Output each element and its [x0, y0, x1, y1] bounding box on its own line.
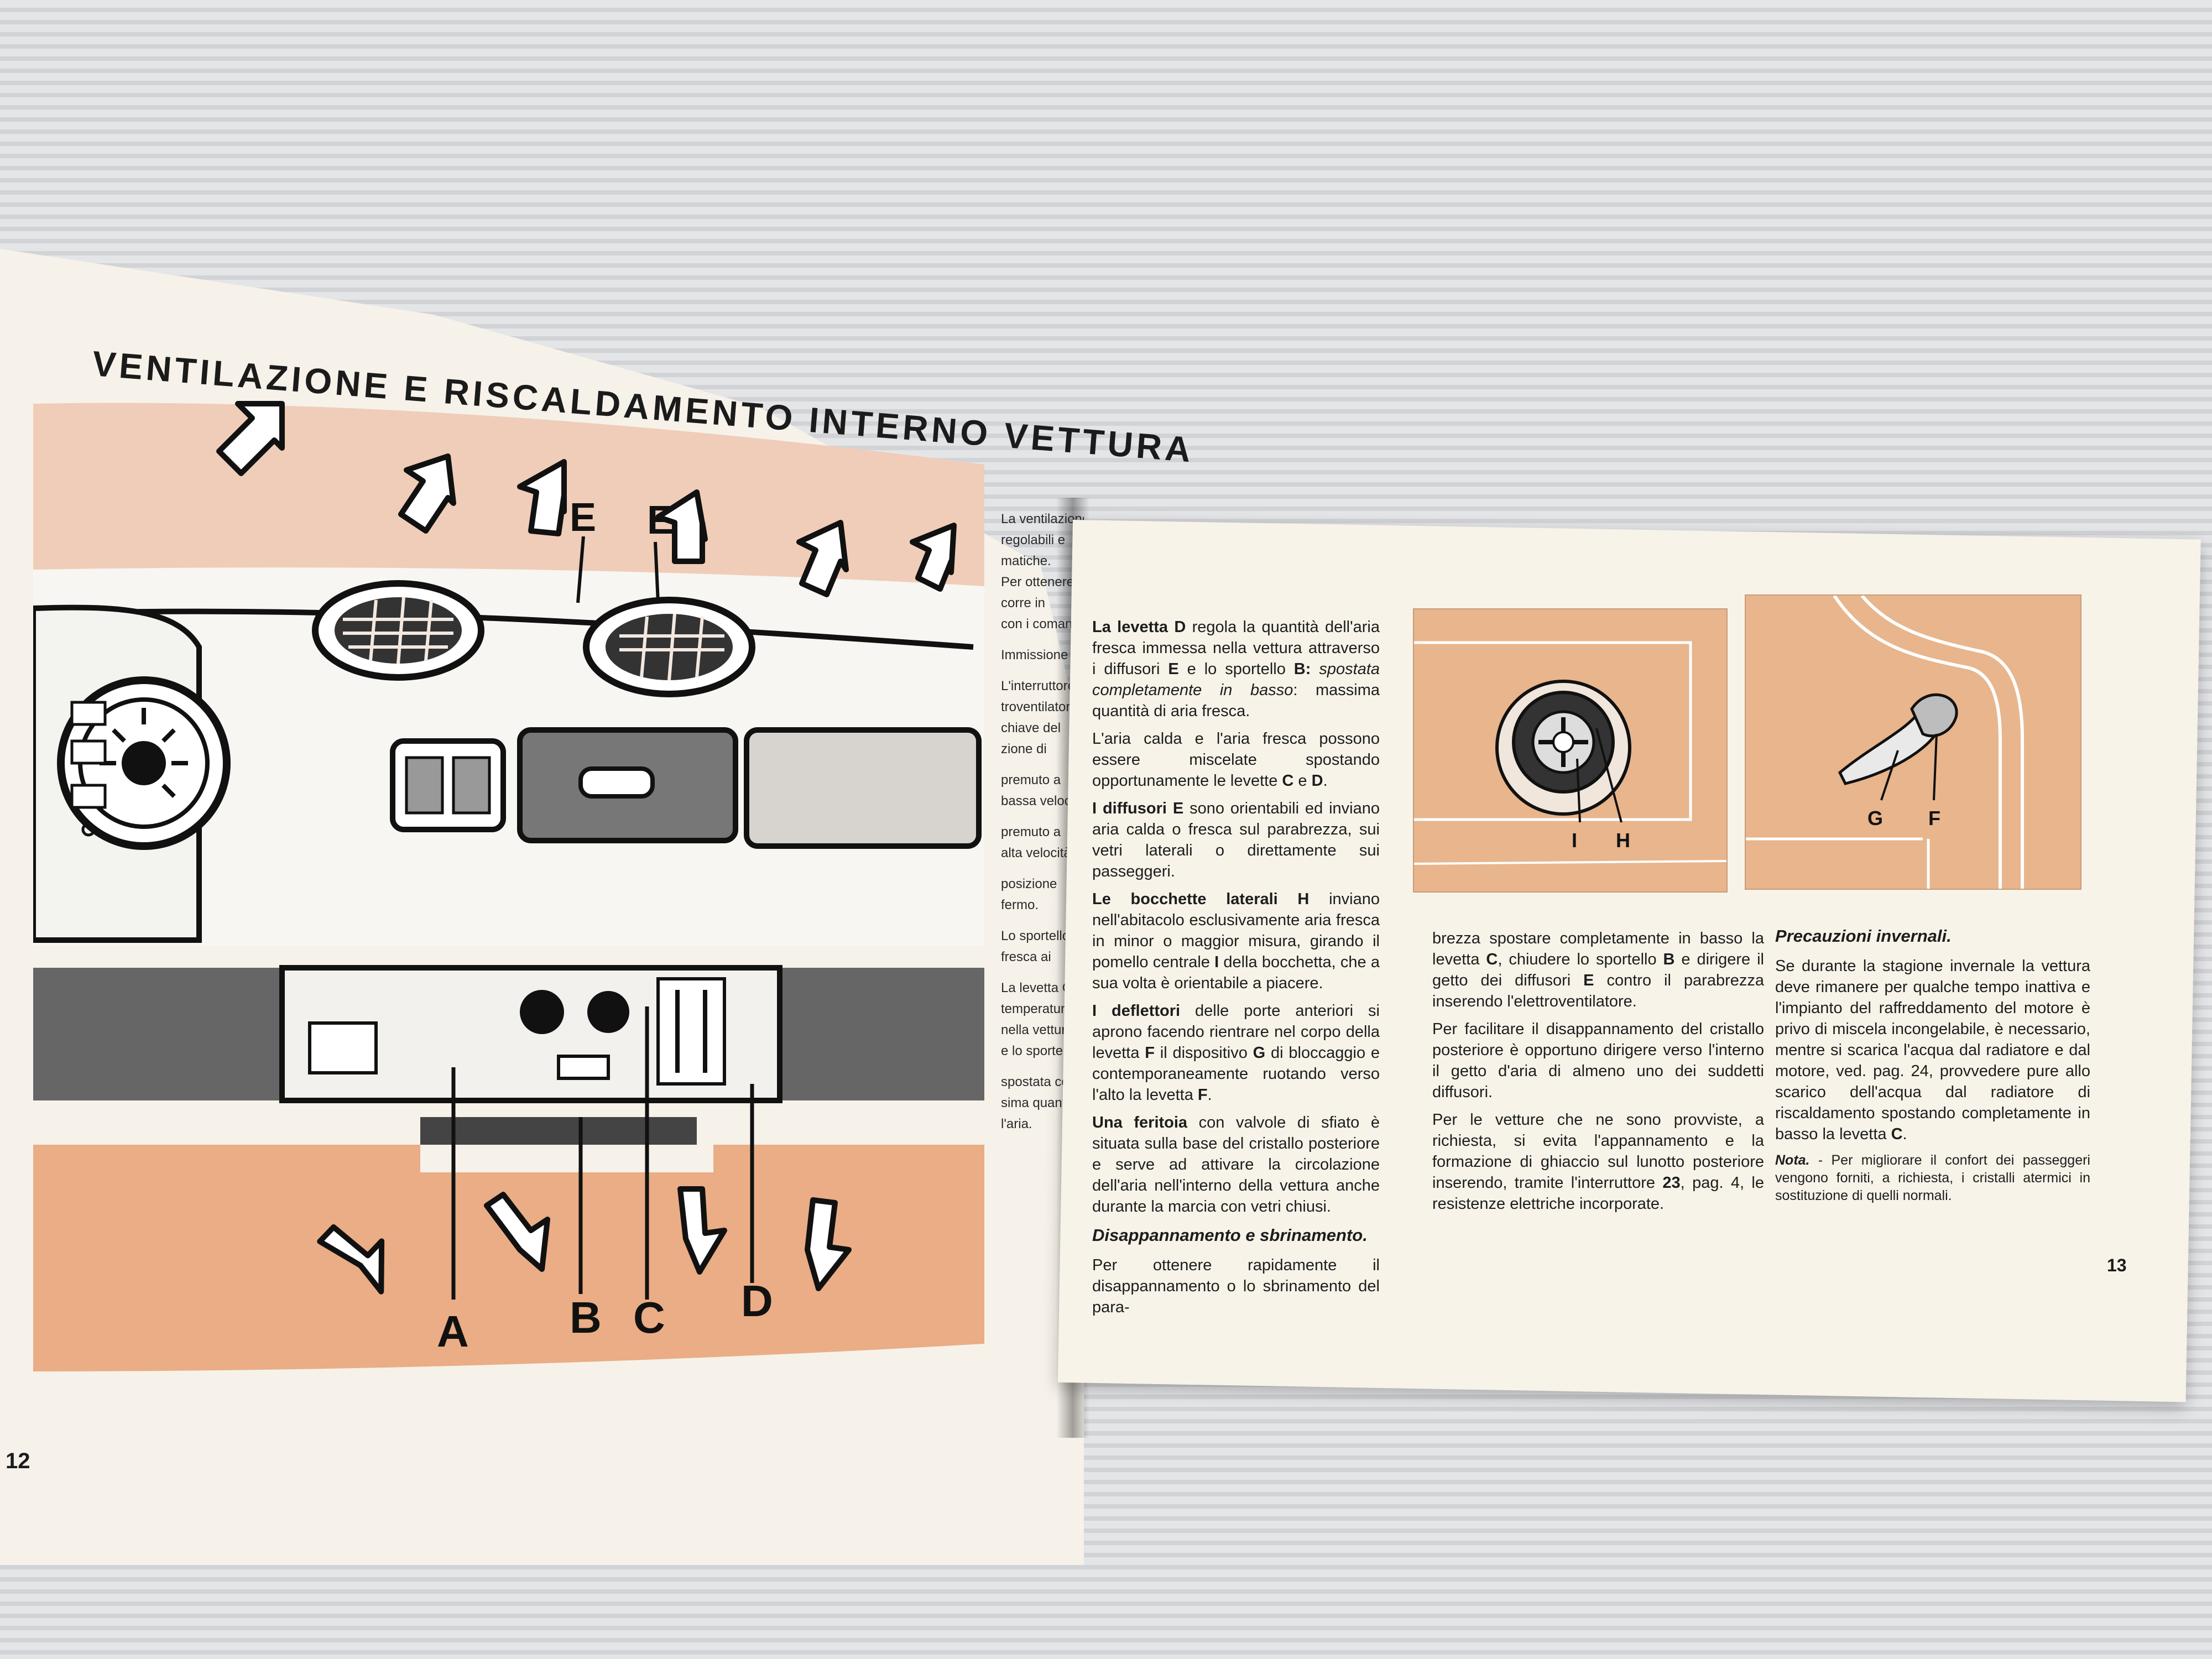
- label-b: B: [570, 1293, 602, 1342]
- deflector-latch-illustration: G F: [1746, 594, 2024, 889]
- label-e-left: E: [570, 495, 596, 540]
- paragraph-nota: Nota. - Per migliorare il confort dei pa…: [1775, 1152, 2090, 1203]
- paragraph-parabrezza: brezza spostare completamente in basso l…: [1432, 930, 1764, 1010]
- cut-column-line: premuto a: [1001, 773, 1061, 787]
- text-column-1: La levetta D regola la quantità dell'ari…: [1092, 617, 1380, 1324]
- label-f: F: [1928, 807, 1940, 830]
- arrow-down-3: [677, 1186, 727, 1275]
- heading-disappannamento: Disappannamento e sbrinamento.: [1092, 1225, 1368, 1245]
- paragraph-levetta-d: La levetta D regola la quantità dell'ari…: [1092, 618, 1380, 720]
- arrow-up-6: [910, 523, 957, 592]
- side-vent-illustration: I H: [1413, 641, 1727, 865]
- cut-column-line: matiche.: [1001, 554, 1051, 568]
- cut-column-line: Per ottenere: [1001, 575, 1074, 589]
- cut-column-line: con i comandi: [1001, 617, 1083, 632]
- cut-column-line: chiave del: [1001, 721, 1061, 735]
- figure-deflector-latch: G F: [1745, 594, 2081, 890]
- page-number-left: 12: [6, 1449, 30, 1473]
- label-c: C: [633, 1293, 665, 1342]
- paragraph-cristallo-posteriore: Per facilitare il disappannamento del cr…: [1432, 1020, 1764, 1101]
- paragraph-precauzioni: Se durante la stagione invernale la vett…: [1775, 957, 2090, 1143]
- text-column-3: Precauzioni invernali. Se durante la sta…: [1775, 918, 2090, 1211]
- cut-column-line: nella vettura: [1001, 1022, 1073, 1037]
- arrow-down-1: [317, 1224, 385, 1295]
- arrow-up-5: [796, 520, 849, 597]
- cut-column-line: l'aria.: [1001, 1117, 1032, 1131]
- cut-column-line: fermo.: [1001, 898, 1039, 912]
- arrow-up-2: [398, 453, 456, 534]
- paragraph-diffusori: I diffusori E sono orientabili ed invian…: [1092, 800, 1380, 880]
- heading-precauzioni: Precauzioni invernali.: [1775, 926, 1952, 946]
- paragraph-disappannamento-start: Per ottenere rapidamente il disappanname…: [1092, 1256, 1380, 1316]
- cut-column-line: La ventilazione: [1001, 512, 1084, 526]
- label-h: H: [1616, 829, 1630, 852]
- label-d: D: [741, 1276, 773, 1326]
- paragraph-feritoia: Una feritoia con valvole di sfiato è sit…: [1092, 1114, 1380, 1215]
- arrow-up-1: [216, 401, 285, 476]
- label-i: I: [1572, 829, 1577, 852]
- vent-left: [312, 580, 484, 681]
- cut-column-line: zione di: [1001, 742, 1047, 757]
- arrow-up-3: [517, 459, 567, 536]
- arrow-down-4: [805, 1197, 852, 1291]
- paragraph-bocchette: Le bocchette laterali H inviano nell'abi…: [1092, 890, 1380, 992]
- text-column-2: brezza spostare completamente in basso l…: [1432, 928, 1764, 1221]
- paragraph-deflettori: I deflettori delle porte anteriori si ap…: [1092, 1002, 1380, 1104]
- label-g: G: [1867, 807, 1883, 830]
- cut-column-line: La levetta C: [1001, 980, 1072, 995]
- cut-column-line: temperatura: [1001, 1001, 1073, 1016]
- dashboard-ventilation-diagram: E E A B C D: [33, 401, 984, 1371]
- cut-column-line: premuto a: [1001, 825, 1061, 839]
- cut-column-line: L'interruttore: [1001, 679, 1075, 693]
- page-number-right: 13: [2107, 1255, 2127, 1275]
- cut-column-line: fresca ai: [1001, 950, 1051, 964]
- left-page-cut-column: La ventilazione regolabili e matiche. Per o…: [1001, 509, 1084, 1338]
- cut-column-line: regolabili e: [1001, 533, 1066, 547]
- paragraph-lunotto: Per le vetture che ne sono provviste, a …: [1432, 1111, 1764, 1213]
- arrow-down-2: [484, 1192, 550, 1272]
- paragraph-aria-calda: L'aria calda e l'aria fresca possono ess…: [1092, 730, 1380, 790]
- figure-side-vent: I H: [1413, 608, 1728, 893]
- label-a: A: [437, 1307, 469, 1356]
- cut-column-line: alta velocità: [1001, 846, 1071, 860]
- cut-column-line: posizione: [1001, 877, 1057, 891]
- arrow-up-4: [655, 489, 708, 564]
- cut-column-line: corre in: [1001, 596, 1046, 611]
- cut-column-line: troventilatore: [1001, 700, 1078, 714]
- vent-right: [583, 597, 755, 697]
